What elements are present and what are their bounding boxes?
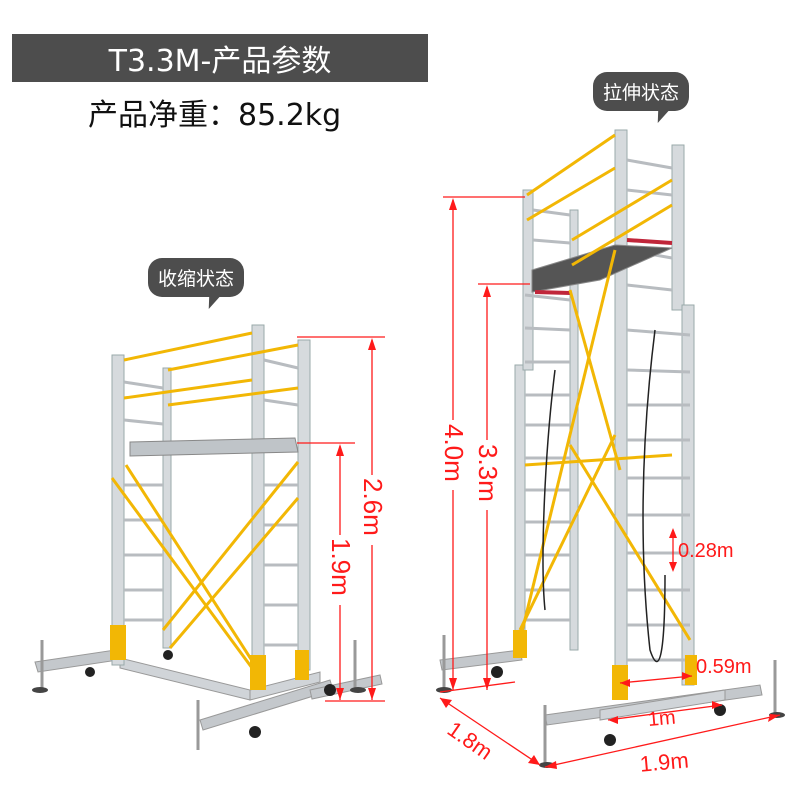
product-title-bar: T3.3M-产品参数 bbox=[12, 34, 428, 82]
collapsed-platform-height: 1.9m bbox=[326, 538, 356, 596]
extended-state-callout: 拉伸状态 bbox=[593, 72, 690, 111]
product-title: T3.3M-产品参数 bbox=[108, 44, 332, 79]
collapsed-state-callout: 收缩状态 bbox=[148, 258, 245, 297]
extended-platform-height: 3.3m bbox=[473, 444, 503, 502]
inner-width-label: 0.59m bbox=[696, 656, 752, 678]
extended-total-height: 4.0m bbox=[439, 424, 469, 482]
extended-scaffold bbox=[436, 129, 785, 768]
frame-width-label: 1m bbox=[647, 707, 677, 731]
collapsed-scaffold bbox=[32, 324, 383, 750]
extended-state-label: 拉伸状态 bbox=[603, 82, 680, 104]
rung-spacing-label: 0.28m bbox=[678, 540, 734, 562]
collapsed-state-label: 收缩状态 bbox=[158, 268, 235, 290]
collapsed-total-height: 2.6m bbox=[358, 478, 388, 536]
base-depth-label: 1.8m bbox=[443, 716, 497, 765]
net-weight-label: 产品净重：85.2kg bbox=[88, 98, 342, 133]
base-width-label: 1.9m bbox=[639, 748, 690, 777]
